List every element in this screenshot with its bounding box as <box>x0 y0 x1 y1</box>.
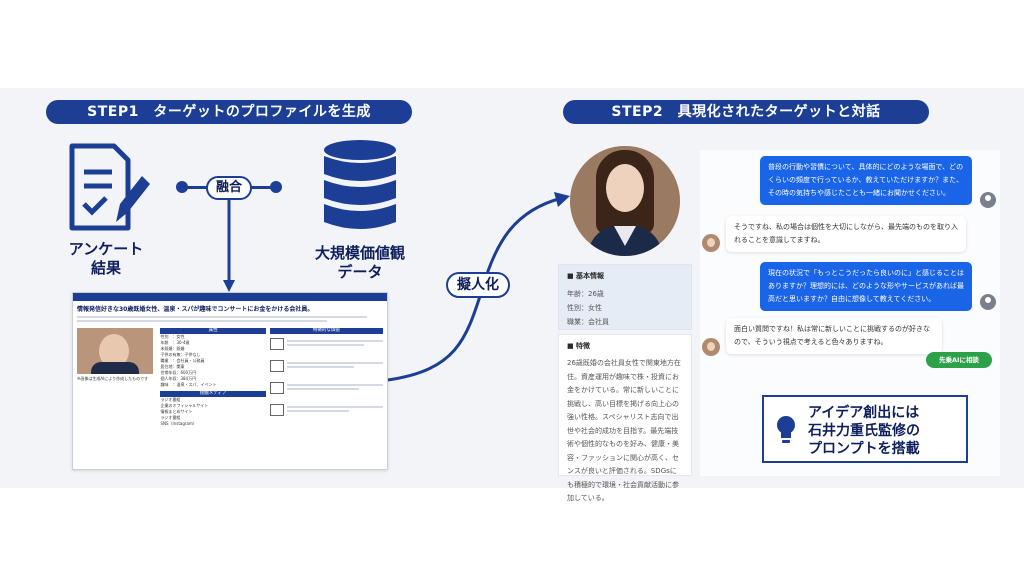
persona-chat-avatar <box>702 234 720 252</box>
persona-job: 職業：会社員 <box>567 318 609 326</box>
chat-panel: 普段の行動や習慣について、具体的にどのような場面で、どのくらいの頻度で行っている… <box>700 150 1000 476</box>
persona-message: 面白い質問ですね！私は常に新しいことに挑戦するのが好きなので、そういう視点で考え… <box>726 318 942 354</box>
doc-profile-row: 職業 ：会社員・公務員 <box>160 358 205 363</box>
doc-media-row: 企業のオフィシャルサイト <box>160 403 209 408</box>
callout-line: アイデア創出には <box>808 405 920 421</box>
database-icon <box>324 140 396 229</box>
doc-profile-row: 子供の有無：子供なし <box>160 352 201 357</box>
doc-profile-row: 性別 ：女性 <box>160 334 185 339</box>
step1-header: STEP1 ターゲットのプロファイルを生成 <box>46 100 412 124</box>
doc-persona-photo <box>77 328 153 374</box>
lightbulb-icon <box>777 416 795 443</box>
persona-message: そうですね、私の場合は個性を大切にしながら、最先端のものを取り入れることを意識し… <box>726 216 966 252</box>
survey-document-icon <box>69 143 150 231</box>
down-arrow-icon <box>223 198 235 292</box>
doc-section-features: 特徴的な価値 <box>269 328 383 334</box>
doc-media-row: ラジオ番組 <box>160 397 181 402</box>
callout-line: プロンプトを搭載 <box>808 441 920 457</box>
user-message: 現在の状況で「もっとこうだったら良いのに」と感じることはありますか？理想的には、… <box>760 262 972 311</box>
user-avatar-icon <box>980 192 996 208</box>
prompt-callout: アイデア創出には 石井力重氏監修の プロンプトを搭載 <box>762 395 968 463</box>
doc-section-media: 接触メディア <box>160 391 266 397</box>
persona-features: ■ 特徴 26歳既婚の会社員女性で関東地方在住。資産運用が趣味で株・投資にお金を… <box>558 334 692 502</box>
fuse-badge: 融合 <box>206 176 252 200</box>
features-heading: ■ 特徴 <box>567 342 591 350</box>
basic-info-heading: ■ 基本情報 <box>567 272 605 280</box>
doc-media-row: ラジオ番組 <box>160 415 181 420</box>
persona-basic-info: ■ 基本情報 年齢：26歳 性別：女性 職業：会社員 <box>558 264 692 330</box>
user-avatar-icon <box>980 294 996 310</box>
profile-document: 情報発信好きな30歳既婚女性、温泉・スパが趣味でコンサートにお金をかける会社員。… <box>72 292 388 470</box>
doc-photo-caption: ※画像は生成AIにより作成したものです <box>77 376 149 381</box>
features-text: 26歳既婚の会社員女性で関東地方在住。資産運用が趣味で株・投資にお金をかけている… <box>567 359 681 502</box>
connector-node-left <box>176 181 188 193</box>
persona-avatar <box>570 146 680 256</box>
personify-badge: 擬人化 <box>446 272 510 298</box>
doc-media-row: SNS（Instagram） <box>160 421 197 426</box>
survey-label: アンケート 結果 <box>68 240 144 277</box>
doc-profile-row: 世帯年収：600万円 <box>160 370 197 375</box>
doc-profile-row: 居住地：関東 <box>160 364 185 369</box>
persona-chat-avatar <box>702 338 720 356</box>
doc-profile-row: 年齢 ：30-4歳 <box>160 340 190 345</box>
database-label: 大規模価値観 データ <box>314 244 405 281</box>
user-message: 普段の行動や習慣について、具体的にどのような場面で、どのくらいの頻度で行っている… <box>760 156 972 205</box>
callout-line: 石井力重氏監修の <box>808 423 920 439</box>
doc-profile-row: 趣味 ：温泉・スパ、イベント <box>160 382 217 387</box>
consult-ai-button[interactable]: 先乗AIに相談 <box>926 352 992 368</box>
connector-node-right <box>270 181 282 193</box>
persona-gender: 性別：女性 <box>567 304 602 312</box>
persona-age: 年齢：26歳 <box>567 290 604 298</box>
doc-section-profile: 属性 <box>160 328 266 334</box>
step2-header: STEP2 具現化されたターゲットと対話 <box>563 100 929 124</box>
doc-media-row: 情報まとめサイト <box>160 409 193 414</box>
doc-profile-row: 未既婚：既婚 <box>160 346 185 351</box>
doc-profile-row: 個人年収：384万円 <box>160 376 197 381</box>
doc-header-bar <box>73 293 387 301</box>
doc-title: 情報発信好きな30歳既婚女性、温泉・スパが趣味でコンサートにお金をかける会社員。 <box>77 306 314 313</box>
